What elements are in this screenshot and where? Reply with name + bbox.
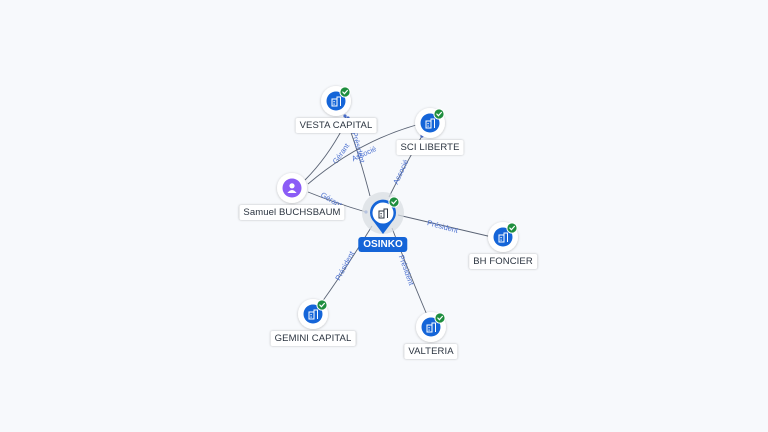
edge-label: Président <box>397 254 417 288</box>
building-icon <box>308 309 318 320</box>
edge-samuel-sci <box>307 123 421 185</box>
verified-check-icon <box>434 312 446 324</box>
edge-samuel-center <box>307 191 367 213</box>
edge-label: Gérant <box>331 141 352 166</box>
building-icon <box>426 322 436 333</box>
building-icon <box>425 118 435 129</box>
building-icon <box>378 208 388 219</box>
edge-label: Président <box>333 249 356 282</box>
center-node-label[interactable]: OSINKO <box>358 237 408 252</box>
verified-check-icon <box>339 86 351 98</box>
building-icon <box>331 96 341 107</box>
edge-label: Président <box>426 218 460 235</box>
node-center[interactable] <box>362 192 404 234</box>
node-valteria[interactable] <box>416 312 446 342</box>
edge-center-gemini <box>321 225 373 303</box>
building-icon <box>498 232 508 243</box>
node-gemini[interactable] <box>298 299 328 329</box>
node-label-gemini[interactable]: GEMINI CAPITAL <box>270 331 356 346</box>
verified-check-icon <box>316 299 328 311</box>
node-samuel[interactable] <box>277 173 307 203</box>
edge-arrow <box>343 114 347 118</box>
node-label-valteria[interactable]: VALTERIA <box>404 344 458 359</box>
edge-label: Associé <box>391 158 410 186</box>
node-label-bh[interactable]: BH FONCIER <box>469 254 537 269</box>
verified-check-icon <box>506 222 518 234</box>
node-label-vesta[interactable]: VESTA CAPITAL <box>295 118 377 133</box>
person-icon <box>287 183 297 193</box>
node-sci[interactable] <box>415 108 445 138</box>
edge-center-bh <box>397 214 493 238</box>
verified-check-icon <box>433 108 445 120</box>
node-bh[interactable] <box>488 222 518 252</box>
node-vesta[interactable] <box>321 86 351 116</box>
node-label-samuel[interactable]: Samuel BUCHSBAUM <box>239 205 345 220</box>
verified-check-icon <box>388 196 400 208</box>
node-label-sci[interactable]: SCI LIBERTE <box>396 140 464 155</box>
